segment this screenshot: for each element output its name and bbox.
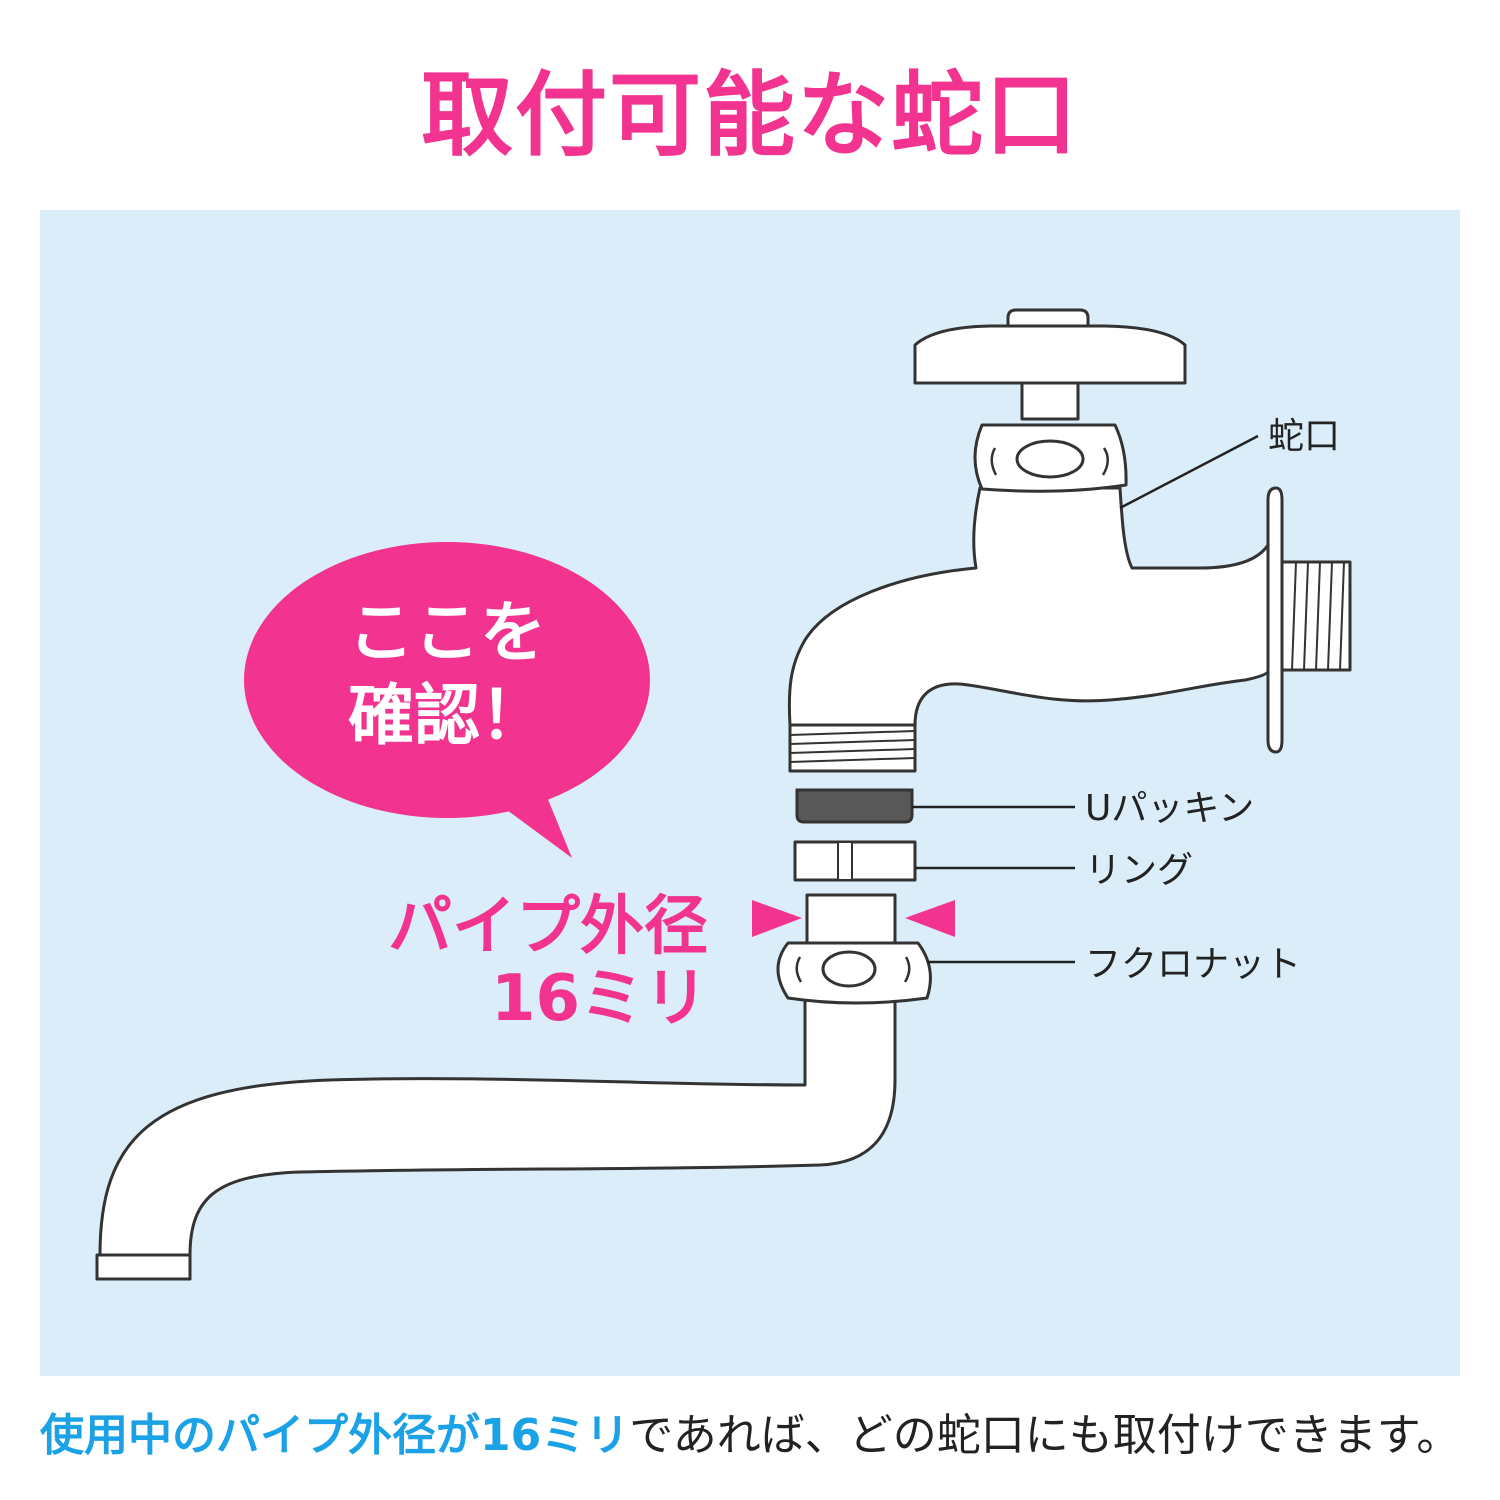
faucet-handle: [913, 324, 1187, 385]
bubble-text-line1: ここを: [348, 594, 546, 671]
label-nut: フクロナット: [1085, 944, 1301, 985]
pipe-arrow-left: [752, 900, 802, 937]
bonnet-nut-window: [1015, 439, 1085, 479]
pipe-stub: [805, 893, 897, 945]
handle-stem: [1020, 381, 1080, 421]
label-packing: Uパッキン: [1085, 788, 1254, 829]
pipe-callout-line2: 16ミリ: [491, 962, 708, 1036]
diagram-panel: [40, 210, 1460, 1376]
speech-bubble: [244, 542, 650, 858]
wall-flange: [1266, 486, 1284, 754]
pipe-callout-line1: パイプ外径: [388, 890, 708, 964]
leader-faucet: [1119, 434, 1259, 510]
footer-rest: であれば、どの蛇口にも取付けできます。: [629, 1410, 1461, 1461]
bubble-text-line2: 確認！: [348, 677, 546, 754]
faucet-body: [787, 486, 1270, 727]
ring-slot: [837, 841, 853, 881]
pipe-end-cap: [95, 1253, 192, 1281]
u-packing-part: [795, 788, 914, 824]
union-nut-window: [821, 950, 877, 988]
lower-pipe: [98, 998, 897, 1257]
ring-part: [793, 840, 917, 882]
footer-note: 使用中のパイプ外径が16ミリであれば、どの蛇口にも取付けできます。: [40, 1410, 1480, 1463]
label-ring: リング: [1085, 850, 1193, 891]
label-faucet: 蛇口: [1268, 416, 1340, 457]
page-title: 取付可能な蛇口: [420, 62, 1079, 169]
footer-highlight: 使用中のパイプ外径が16ミリ: [40, 1410, 630, 1461]
pipe-arrow-right: [905, 900, 955, 937]
